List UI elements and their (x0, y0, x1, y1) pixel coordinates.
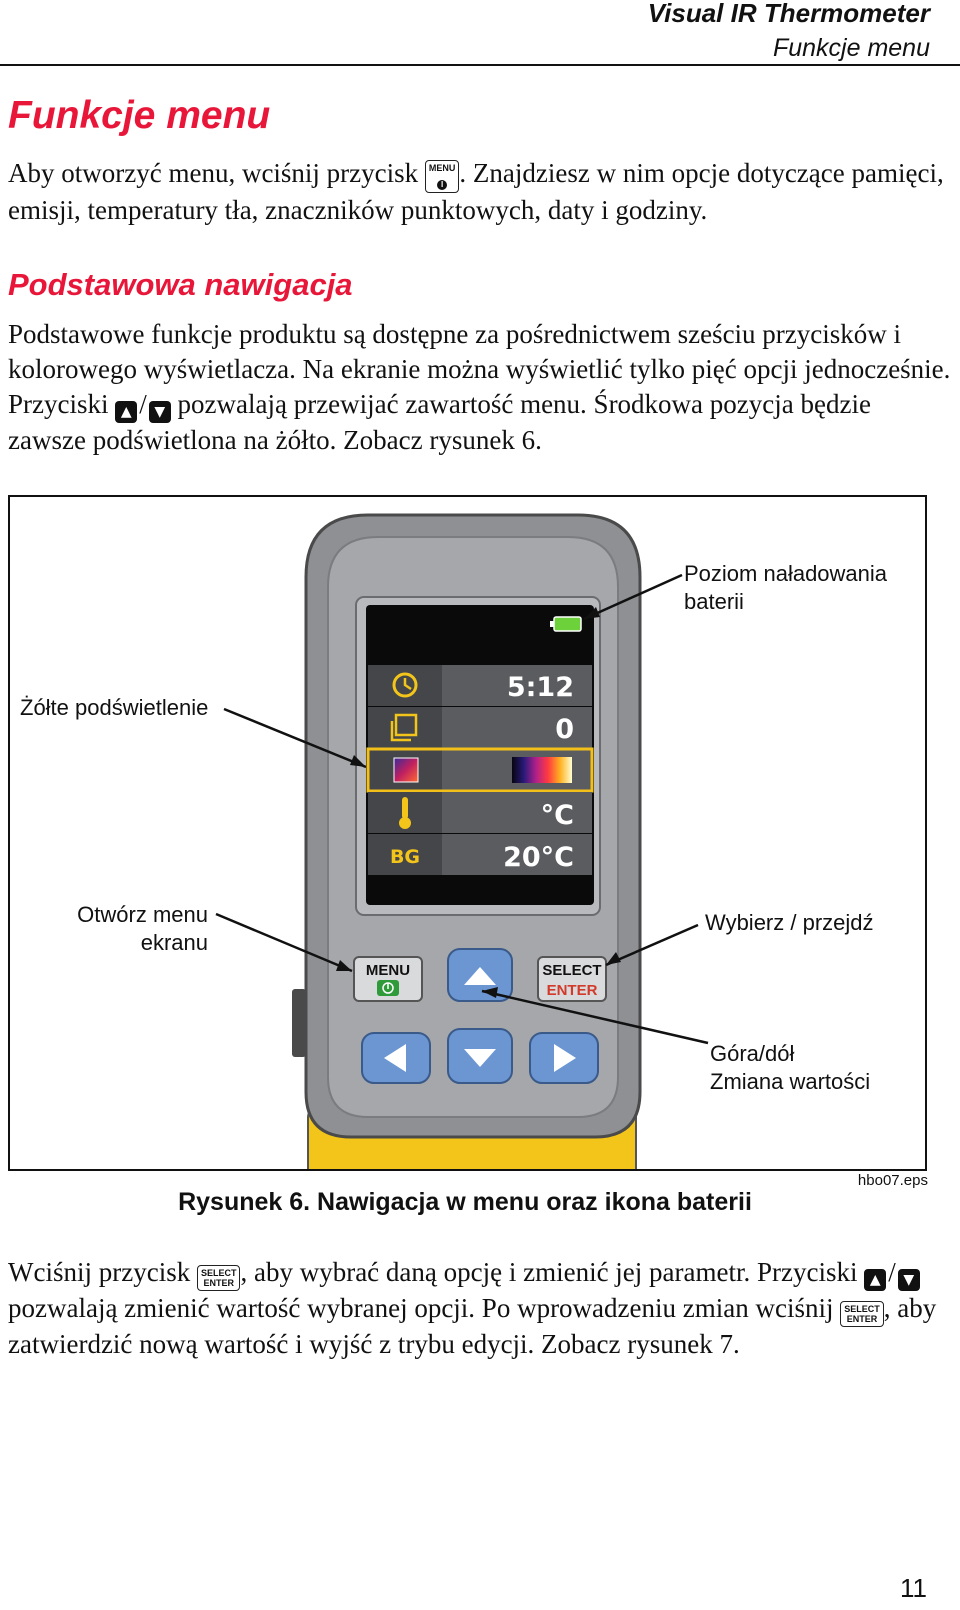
svg-text:SELECT: SELECT (542, 962, 601, 979)
slash-separator: / (888, 1257, 896, 1287)
palette-bar (512, 757, 572, 783)
up-arrow-icon (464, 967, 496, 985)
down-key-icon: ▼ (148, 401, 171, 423)
clock-icon (392, 672, 418, 698)
callout-updown: Góra/dół Zmiana wartości (710, 1041, 871, 1094)
device-illustration: 5:12 0 °C BG 20°C (215, 513, 709, 1169)
left-button (361, 1032, 431, 1084)
menu-button: MENU (353, 956, 423, 1002)
menu-row-memory: 0 (368, 707, 592, 748)
running-header: Visual IR Thermometer Funkcje menu (648, 0, 930, 61)
callout-select: Wybierz / przejdź (705, 910, 874, 935)
menu-row-unit: °C (368, 792, 592, 833)
figure-caption: Rysunek 6. Nawigacja w menu oraz ikona b… (178, 1188, 752, 1216)
battery-terminal (550, 621, 554, 627)
header-rule (0, 64, 960, 66)
up-key-icon: ▲ (864, 1269, 887, 1291)
leader-select (605, 923, 699, 967)
header-subtitle: Funkcje menu (772, 34, 930, 62)
leader-open-menu (215, 912, 353, 973)
thermometer-icon (402, 797, 408, 819)
leader-updown (481, 989, 709, 1045)
menu-row-palette-highlighted (366, 747, 594, 793)
battery-icon (553, 616, 582, 632)
callout-yellow-highlight: Żółte podświetlenie (20, 695, 209, 720)
svg-text:MENU: MENU (366, 962, 410, 979)
navigation-paragraph: Podstawowe funkcje produktu są dostępne … (8, 317, 953, 458)
intro-text-before: Aby otworzyć menu, wciśnij przycisk (8, 158, 425, 188)
figure-file-id: hbo07.eps (857, 1172, 928, 1189)
callout-arrowheads (336, 607, 621, 998)
down-button (447, 1028, 513, 1084)
leader-battery (583, 573, 683, 621)
menu-value-time: 5:12 (507, 672, 574, 703)
up-key-icon: ▲ (115, 401, 138, 423)
page-number: 11 (900, 1573, 927, 1603)
callout-battery: Poziom naładowania baterii (684, 561, 888, 614)
header-title: Visual IR Thermometer (647, 0, 930, 28)
menu-value-unit: °C (541, 800, 574, 831)
section-title: Funkcje menu (8, 94, 271, 137)
down-arrow-icon (464, 1049, 496, 1067)
device-side-button (292, 989, 306, 1057)
left-arrow-icon (384, 1044, 406, 1072)
callout-leaders (215, 573, 709, 1045)
svg-text:ENTER: ENTER (547, 982, 598, 999)
subsection-title: Podstawowa nawigacja (8, 267, 353, 302)
up-button (447, 948, 513, 1002)
memory-icon (394, 713, 418, 737)
menu-value-memory: 0 (555, 714, 574, 745)
figure-6: 5:12 0 °C BG 20°C (8, 495, 927, 1171)
yellow-highlight-frame (366, 747, 594, 793)
slash-separator: / (139, 389, 147, 419)
callout-open-menu: Otwórz menu ekranu (77, 902, 208, 955)
menu-row-time: 5:12 (368, 665, 592, 706)
right-arrow-icon (554, 1044, 576, 1072)
menu-label-bg: BG (390, 846, 420, 868)
nav-text-before: Podstawowe funkcje produktu są dostępne … (8, 319, 951, 419)
palette-swatch-icon (393, 757, 419, 783)
intro-text-after: . Znajdziesz w nim opcje dotyczące pamię… (8, 158, 944, 225)
right-button (529, 1032, 599, 1084)
leader-yellow (223, 707, 367, 769)
nav-text-after: pozwalają przewijać zawartość menu. Środ… (8, 389, 871, 455)
menu-value-bg: 20°C (503, 842, 574, 873)
select-enter-button: SELECT ENTER (537, 956, 607, 1002)
intro-paragraph: Aby otworzyć menu, wciśnij przycisk MENU… (8, 156, 953, 228)
down-key-icon: ▼ (897, 1269, 920, 1291)
menu-row-background: BG 20°C (368, 834, 592, 875)
